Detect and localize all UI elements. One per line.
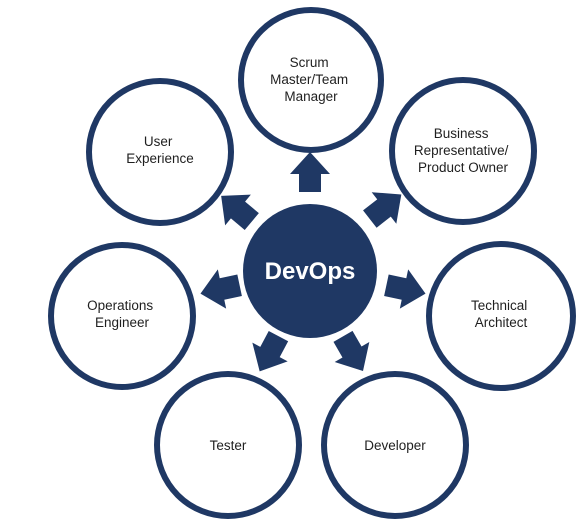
- node-ux: User Experience: [86, 78, 234, 226]
- center-node: DevOps: [243, 204, 377, 338]
- node-business: Business Representative/ Product Owner: [389, 77, 537, 225]
- node-scrum: Scrum Master/Team Manager: [238, 7, 384, 153]
- arrow-to-developer-icon: [325, 326, 381, 382]
- center-label: DevOps: [265, 258, 356, 285]
- node-technical: Technical Architect: [426, 241, 576, 391]
- node-tester-label: Tester: [210, 438, 247, 453]
- arrow-to-technical-icon: [382, 265, 430, 314]
- node-operations-label: Operations Engineer: [87, 298, 157, 330]
- node-ux-label: User Experience: [126, 134, 194, 166]
- node-technical-label: Technical Architect: [471, 298, 531, 330]
- node-tester: Tester: [154, 371, 302, 519]
- arrow-to-operations-icon: [196, 265, 244, 314]
- node-developer: Developer: [321, 371, 469, 519]
- arrow-to-tester-icon: [242, 326, 297, 381]
- node-operations: Operations Engineer: [48, 242, 196, 390]
- node-business-label: Business Representative/ Product Owner: [414, 126, 512, 175]
- node-scrum-label: Scrum Master/Team Manager: [270, 55, 352, 104]
- arrow-to-scrum-icon: [290, 152, 330, 192]
- node-developer-label: Developer: [364, 438, 426, 453]
